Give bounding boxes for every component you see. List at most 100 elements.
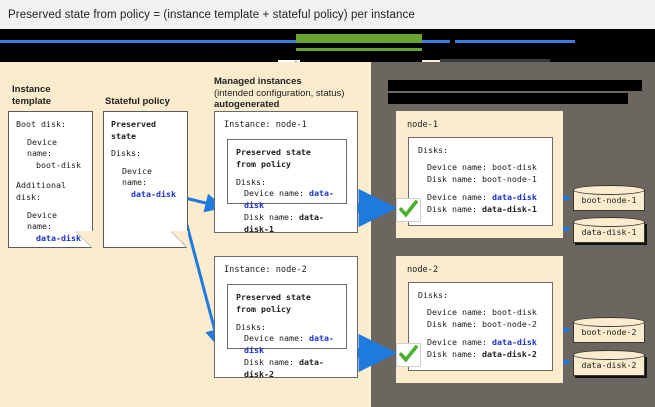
banner-gray-block (440, 59, 550, 62)
redacted-heading-line-1 (388, 80, 642, 91)
data-device-value: data-disk (491, 192, 537, 203)
instance-title: Instance: node-2 (224, 265, 307, 275)
boot-device-row: Device name: boot-disk (418, 307, 543, 319)
data-disk-label: Disk name: (427, 349, 477, 360)
disks-label: Disks: (236, 176, 266, 187)
preserved-state-box-node-2: Preserved state from policy Disks: Devic… (227, 284, 347, 379)
heading-line: Managed instances (214, 76, 302, 87)
data-disk-value: data-disk-2 (481, 349, 537, 360)
volume-cylinder-data-disk-1: data-disk-1 (573, 217, 645, 243)
boot-device-row: Device name: boot-disk (418, 162, 543, 174)
cylinder-body (573, 355, 645, 376)
boot-device-label: Device name: (27, 136, 57, 159)
heading-line: Stateful policy (105, 96, 170, 107)
data-device-label: Device name: (427, 337, 487, 348)
instance-title: Instance: node-1 (224, 120, 307, 130)
device-name-row: Device name: data-disk (236, 333, 338, 357)
additional-device-label: Device name: (27, 209, 57, 232)
green-check-icon (278, 60, 300, 62)
boot-disk-label: Disk name: (427, 173, 477, 184)
cylinder-body (573, 190, 645, 211)
node-title: node-2 (407, 265, 439, 275)
policy-disks-label: Disks: (111, 148, 141, 159)
diagram-caption: Preserved state from policy = (instance … (0, 0, 655, 29)
boot-disk-value: boot-node-2 (481, 318, 537, 329)
heading-line: Instance (12, 84, 51, 95)
banner-green-bar (296, 34, 422, 43)
volume-label: data-disk-2 (581, 360, 637, 370)
heading-line-3: autogenerated (214, 99, 280, 110)
node-title: node-1 (407, 120, 439, 130)
boot-disk-value: boot-node-1 (481, 173, 537, 184)
managed-instance-card-node-2: Instance: node-2 Preserved state from po… (214, 256, 358, 379)
page-fold-icon (171, 231, 188, 248)
additional-device-value: data-disk (36, 232, 81, 243)
cylinder-body (573, 222, 645, 243)
preserved-state-title-1: Preserved state (236, 147, 311, 157)
additional-disk-label: Additional (16, 180, 66, 191)
volume-cylinder-data-disk-2: data-disk-2 (573, 350, 645, 376)
boot-disk-label: Boot disk: (16, 119, 66, 129)
cylinder-top (573, 217, 645, 227)
data-device-value: data-disk (491, 337, 537, 348)
caption-text: Preserved state from policy = (instance … (8, 8, 415, 21)
boot-disk-label: Disk name: (427, 318, 477, 329)
running-node-card-node-2: node-2 Disks: Device name: boot-disk Dis… (396, 256, 563, 383)
volume-label: boot-node-1 (581, 195, 637, 205)
boot-device-value: boot-disk (491, 306, 537, 317)
device-name-value: data-disk (244, 333, 334, 356)
green-check-icon-node-1 (396, 198, 421, 222)
boot-disk-row: Disk name: boot-node-1 (418, 174, 543, 186)
device-name-label: Device name: (244, 188, 304, 199)
preserved-state-title-2: from policy (236, 303, 291, 314)
green-check-icon-node-2 (396, 343, 421, 367)
running-node-card-node-1: node-1 Disks: Device name: boot-disk Dis… (396, 111, 563, 238)
instance-template-card: Boot disk: Device name: boot-disk Additi… (8, 111, 93, 248)
cylinder-body (573, 322, 645, 343)
data-device-row: Device name: data-disk (418, 337, 543, 349)
volume-label: data-disk-1 (581, 227, 637, 237)
device-name-row: Device name: data-disk (236, 188, 338, 212)
node-disks-box-node-2: Disks: Device name: boot-disk Disk name:… (408, 282, 553, 371)
volume-label: boot-node-2 (581, 327, 637, 337)
cylinder-top (573, 317, 645, 327)
preserved-state-box-node-1: Preserved state from policy Disks: Devic… (227, 139, 347, 234)
page-fold-icon (76, 231, 93, 248)
banner-blue-line (0, 40, 450, 43)
additional-disk-label-2: disk: (16, 191, 41, 202)
policy-title-1: Preserved (111, 119, 156, 129)
disks-label: Disks: (418, 290, 448, 300)
device-name-value: data-disk (244, 188, 334, 211)
disk-name-label: Disk name: (244, 211, 294, 222)
data-disk-value: data-disk-1 (481, 204, 537, 215)
disk-name-label: Disk name: (244, 356, 294, 367)
heading-sub: (intended configuration, status) (214, 87, 345, 99)
stateful-policy-card: Preserved state Disks: Device name: data… (103, 111, 188, 248)
diagram-stage: Instance template Boot disk: Device name… (0, 62, 655, 407)
banner-green-bar-thin (296, 48, 422, 51)
preserved-state-title-1: Preserved state (236, 292, 311, 302)
boot-disk-row: Disk name: boot-node-2 (418, 319, 543, 331)
data-disk-row: Disk name: data-disk-1 (418, 204, 543, 216)
policy-device-value: data-disk (131, 188, 176, 199)
data-disk-label: Disk name: (427, 204, 477, 215)
disk-name-value: data-disk-2 (244, 356, 324, 379)
cylinder-top (573, 350, 645, 360)
policy-title-2: state (111, 130, 136, 141)
device-name-label: Device name: (244, 333, 304, 344)
boot-device-label: Device name: (427, 306, 487, 317)
redacted-banner (0, 29, 655, 62)
managed-instances-heading: Managed instances (intended configuratio… (214, 76, 374, 111)
node-disks-box-node-1: Disks: Device name: boot-disk Disk name:… (408, 137, 553, 226)
redacted-heading-line-2 (388, 93, 628, 104)
disk-name-row: Disk name: data-disk-1 (236, 212, 338, 236)
data-device-row: Device name: data-disk (418, 192, 543, 204)
boot-device-value: boot-disk (491, 161, 537, 172)
disk-name-row: Disk name: data-disk-2 (236, 357, 338, 381)
boot-device-label: Device name: (427, 161, 487, 172)
data-disk-row: Disk name: data-disk-2 (418, 349, 543, 361)
cylinder-top (573, 185, 645, 195)
volume-cylinder-boot-node-1: boot-node-1 (573, 185, 645, 211)
stateful-policy-heading: Stateful policy (105, 96, 200, 108)
